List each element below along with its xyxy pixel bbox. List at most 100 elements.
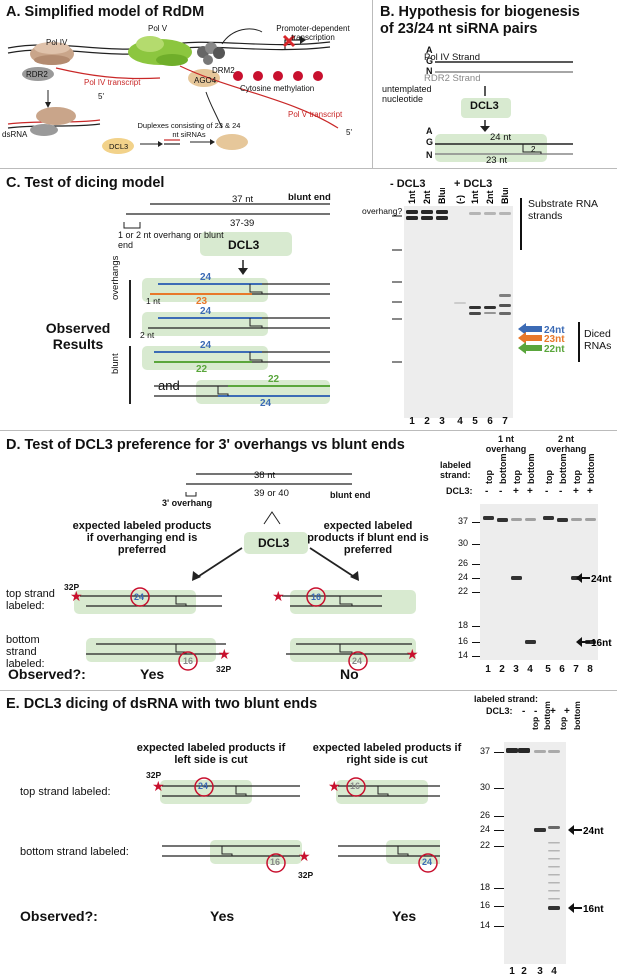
arrow-shape [518, 323, 542, 335]
arrow-shape [568, 903, 582, 913]
diced-arrow: 23nt [518, 332, 565, 344]
gel-e-lane-headers: top-bottom-top+bottom+ [522, 692, 596, 742]
gel-e-band [548, 882, 560, 884]
product-23-1: 23 [196, 296, 208, 307]
dcl3-c-label: DCL3 [228, 238, 260, 252]
gel-d-dcl3-sign: + [513, 486, 519, 497]
gel-d-band [585, 518, 596, 521]
circle-d-24-1: 24 [134, 592, 145, 602]
rdr2-icon-2 [30, 124, 58, 136]
arrow-label: 24nt [591, 574, 612, 584]
dcl3-a-label: DCL3 [109, 142, 129, 151]
svg-text:★: ★ [152, 778, 165, 794]
gel-d-band [543, 516, 554, 520]
gel-e-marker: 22 [480, 840, 491, 850]
gel-c-lane-header: 2nt [485, 190, 495, 204]
gel-e-marker: 37 [480, 746, 491, 756]
observed-q-e: Observed?: [20, 908, 98, 924]
gel-e-marker-tick [494, 906, 504, 907]
gel-c-lane-number: 7 [502, 416, 508, 427]
rddm-model-diagram [7, 28, 339, 154]
gel-c-band [454, 302, 466, 304]
gel-e-lane-number: 2 [521, 966, 527, 976]
gel-c-lane-number: 3 [439, 416, 445, 427]
gel-c-band [469, 312, 481, 315]
dcl3-b-label: DCL3 [470, 100, 499, 112]
gel-e-band [548, 850, 560, 852]
gel-c-band [484, 212, 496, 215]
overhangs-label: overhangs [110, 255, 121, 300]
methylation-dots [233, 71, 323, 81]
letter-n-2: N [426, 150, 433, 160]
gel-e-marker: 16 [480, 900, 491, 910]
pol-v-label: Pol V [148, 24, 168, 33]
nt37-label: 37 nt [232, 194, 254, 205]
gel-e-band [548, 906, 560, 910]
gel-c-lane-number: 6 [487, 416, 493, 427]
panel-e-title: E. DCL3 dicing of dsRNA with two blunt e… [6, 696, 318, 712]
observed-no-d: No [340, 666, 359, 682]
observed-yes-e-left: Yes [210, 908, 235, 924]
untemplated-label: untemplated nucleotide [382, 84, 432, 104]
rdr2-icon [22, 67, 54, 81]
gel-e-marker: 26 [480, 810, 491, 820]
panel-b-title-line2: of 23/24 nt siRNA pairs [380, 21, 538, 37]
gel-c-band [469, 306, 481, 309]
circle-e-16-2: 16 [270, 857, 281, 867]
gel-e-strand-label: bottom [572, 701, 582, 730]
gel-c-band [499, 212, 511, 215]
gel-e-band [548, 826, 560, 829]
gel-d-band [525, 518, 536, 521]
arrow-label: 24nt [583, 826, 604, 836]
arrow-shape [518, 332, 542, 344]
top-strand-d-label: top strand labeled: [6, 588, 55, 612]
nt38-label: 38 nt [254, 470, 276, 481]
arrow-label: 16nt [583, 904, 604, 914]
biogenesis-diagram: 2 [435, 61, 573, 162]
gel-c-band [421, 216, 433, 220]
gel-d-marker: 14 [458, 650, 469, 660]
gel-c-lane-number: 5 [472, 416, 478, 427]
gel-e-dcl3-sign: + [550, 706, 556, 717]
gel-c-lane-header: 2nt [422, 190, 432, 204]
rdr2-label: RDR2 [26, 70, 48, 79]
gel-c-band [499, 304, 511, 307]
gel-e-band [506, 748, 518, 753]
letter-a-1: A [426, 45, 433, 55]
product-22-1: 22 [196, 364, 208, 375]
gel-d-group-1: 1 nt overhang [485, 434, 527, 454]
gel-e-strand-label: top [530, 716, 540, 730]
drm2-label: DRM2 [212, 66, 235, 75]
blunt-end-c-label: blunt end [288, 192, 331, 203]
sirna-duplex [164, 139, 180, 145]
gel-d-band [511, 576, 522, 580]
blocked-x-icon [282, 34, 296, 48]
gel-c-lane-header: Blunt [437, 188, 447, 204]
gel-d-marker: 16 [458, 636, 469, 646]
gel-e-band [548, 866, 560, 868]
gel-d-group-2: 2 nt overhang [545, 434, 587, 454]
gel-d-lane-number: 3 [513, 664, 519, 674]
gel-c-band [484, 306, 496, 309]
gel-d-lane-number: 8 [587, 664, 593, 674]
overhang-question-label: overhang? [362, 206, 403, 216]
p32-d-2: 32P [216, 664, 232, 674]
panel-d-title: D. Test of DCL3 preference for 3' overha… [6, 437, 405, 453]
gel-c-band [499, 294, 511, 297]
dcl3-row-e-label: DCL3: [486, 706, 513, 716]
diced-arrow: 24nt [518, 323, 565, 335]
pol-iv-icon-2 [36, 107, 76, 125]
product-24-1: 24 [200, 272, 212, 283]
separator-a-b [372, 0, 373, 168]
arrow-label: 23nt [544, 334, 565, 344]
gel-d-marker-tick [472, 544, 480, 545]
gel-e-band [518, 748, 530, 753]
svg-text:★: ★ [272, 588, 285, 604]
gel-d-marker: 24 [458, 572, 469, 582]
gel-d-lane-number: 4 [527, 664, 533, 674]
panel-b-title-line1: B. Hypothesis for biogenesis [380, 4, 580, 20]
gel-d-strand-label: top [572, 470, 582, 484]
dsrna-label: dsRNA [2, 130, 28, 139]
right-heading-d: expected labeled products if blunt end i… [307, 520, 429, 556]
panel-b-title: B. Hypothesis for biogenesis of 23/24 nt… [380, 4, 580, 38]
